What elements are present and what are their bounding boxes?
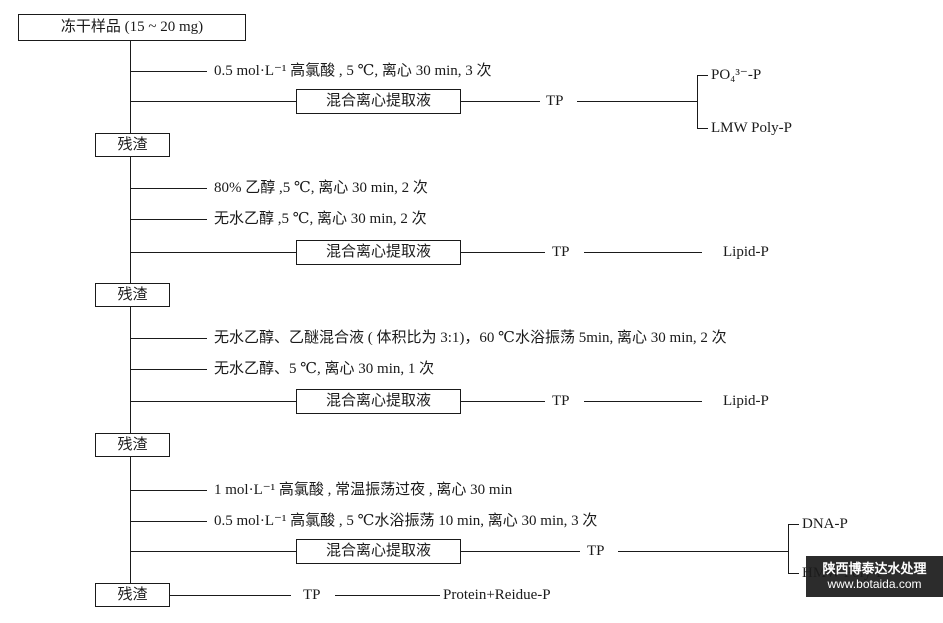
product-label-po4-p: PO₄³⁻-P	[711, 67, 762, 83]
stage4-reagent2-text: 0.5 mol·L⁻¹ 高氯酸 , 5 ℃水浴振荡 10 min, 离心 30 …	[214, 513, 598, 529]
residue-box: 残渣	[95, 583, 170, 607]
tp-label: TP	[552, 244, 570, 260]
connector-line	[584, 252, 702, 253]
extract-branch-line	[131, 101, 296, 102]
watermark-line2: www.botaida.com	[827, 577, 922, 592]
stage4-reagent1-text: 1 mol·L⁻¹ 高氯酸 , 常温振荡过夜 , 离心 30 min	[214, 482, 513, 498]
connector-line	[335, 595, 440, 596]
connector-line	[460, 551, 580, 552]
reagent-tick-line	[131, 188, 207, 189]
reagent-tick-line	[131, 219, 207, 220]
connector-line	[169, 595, 291, 596]
product-label-dna-p: DNA-P	[802, 516, 848, 532]
stage2-reagent1-text: 80% 乙醇 ,5 ℃, 离心 30 min, 2 次	[214, 180, 428, 196]
connector-line	[618, 551, 788, 552]
tp-label: TP	[546, 93, 564, 109]
main-flow-line	[130, 40, 131, 584]
reagent-tick-line	[131, 369, 207, 370]
bracket-stub-line	[788, 524, 799, 525]
stage1-reagent1-text: 0.5 mol·L⁻¹ 高氯酸 , 5 ℃, 离心 30 min, 3 次	[214, 63, 492, 79]
bracket-line	[697, 75, 698, 129]
product-label-lipid-p: Lipid-P	[723, 393, 769, 409]
tp-label: TP	[552, 393, 570, 409]
product-label-lmw-poly-p: LMW Poly-P	[711, 120, 792, 136]
reagent-tick-line	[131, 338, 207, 339]
residue-box: 残渣	[95, 133, 170, 157]
product-label-protein-residue-p: Protein+Reidue-P	[443, 587, 551, 603]
extract-branch-line	[131, 401, 296, 402]
stage2-reagent2-text: 无水乙醇 ,5 ℃, 离心 30 min, 2 次	[214, 211, 427, 227]
residue-box: 残渣	[95, 283, 170, 307]
extract-branch-line	[131, 252, 296, 253]
bracket-stub-line	[697, 128, 708, 129]
extract-box: 混合离心提取液	[296, 89, 461, 114]
extract-box: 混合离心提取液	[296, 240, 461, 265]
watermark-line1: 陕西博泰达水处理	[822, 560, 927, 576]
bracket-stub-line	[697, 75, 708, 76]
tp-label: TP	[303, 587, 321, 603]
connector-line	[460, 401, 545, 402]
sample-box: 冻干样品 (15 ~ 20 mg)	[18, 14, 246, 41]
stage3-reagent2-text: 无水乙醇、5 ℃, 离心 30 min, 1 次	[214, 361, 435, 377]
reagent-tick-line	[131, 490, 207, 491]
connector-line	[584, 401, 702, 402]
connector-line	[460, 101, 540, 102]
product-label-lipid-p: Lipid-P	[723, 244, 769, 260]
extract-branch-line	[131, 551, 296, 552]
reagent-tick-line	[131, 71, 207, 72]
bracket-stub-line	[788, 573, 799, 574]
extract-box: 混合离心提取液	[296, 539, 461, 564]
connector-line	[577, 101, 697, 102]
reagent-tick-line	[131, 521, 207, 522]
tp-label: TP	[587, 543, 605, 559]
bracket-line	[788, 524, 789, 574]
watermark: 陕西博泰达水处理 www.botaida.com	[806, 556, 943, 597]
extract-box: 混合离心提取液	[296, 389, 461, 414]
residue-box: 残渣	[95, 433, 170, 457]
connector-line	[460, 252, 545, 253]
stage3-reagent1-text: 无水乙醇、乙醚混合液 ( 体积比为 3:1)，60 ℃水浴振荡 5min, 离心…	[214, 330, 727, 346]
